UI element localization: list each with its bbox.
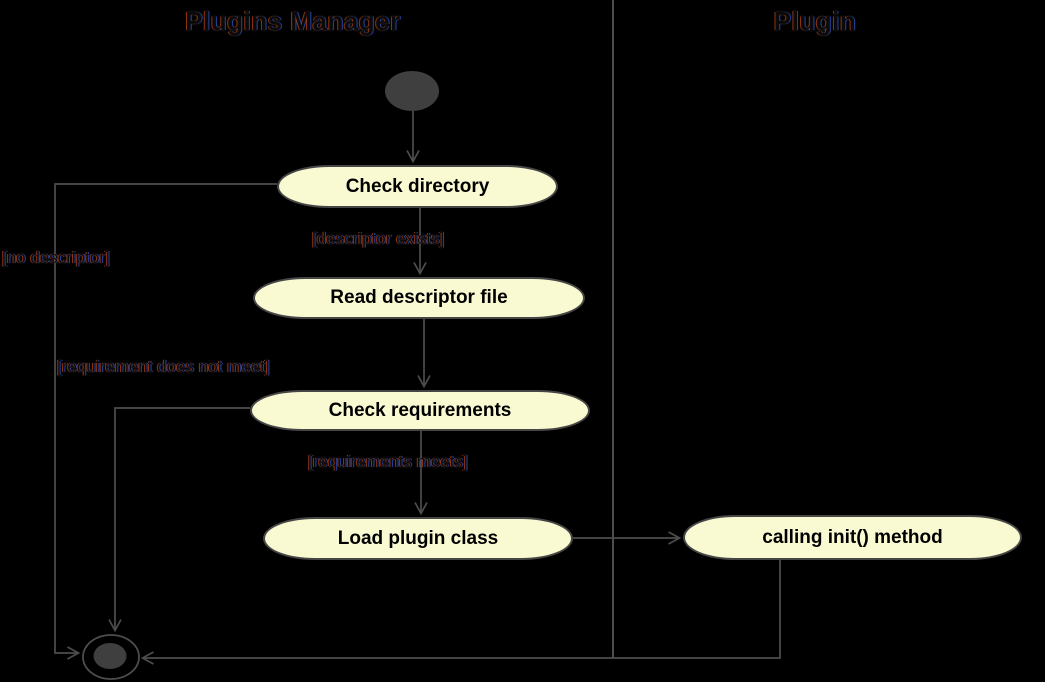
guard-label-descriptor-exists: [descriptor exists] bbox=[312, 229, 445, 248]
action-node-check-requirements: Check requirements bbox=[250, 390, 590, 431]
lane-title-plugin: Plugin bbox=[773, 6, 857, 36]
edge-requirement-not-met-to-final bbox=[108, 407, 250, 633]
edge-calling-init-to-final bbox=[140, 560, 781, 665]
action-node-load-plugin-class: Load plugin class bbox=[263, 517, 573, 560]
action-node-read-descriptor-file: Read descriptor file bbox=[253, 277, 585, 319]
lane-title-plugins-manager: Plugins Manager bbox=[185, 6, 401, 36]
action-node-label: calling init() method bbox=[762, 526, 943, 548]
action-node-calling-init-method: calling init() method bbox=[683, 515, 1022, 560]
action-node-check-directory: Check directory bbox=[277, 165, 558, 208]
final-node bbox=[82, 634, 140, 680]
action-node-label: Check requirements bbox=[328, 399, 512, 421]
edge-no-descriptor-to-final bbox=[54, 183, 277, 660]
action-node-label: Check directory bbox=[345, 175, 490, 197]
initial-node bbox=[385, 71, 439, 111]
action-node-label: Load plugin class bbox=[337, 527, 499, 549]
action-node-label: Read descriptor file bbox=[330, 287, 508, 308]
guard-label-no-descriptor: [no descriptor] bbox=[2, 248, 110, 267]
guard-label-requirements-meets: [requirements meets] bbox=[308, 452, 468, 471]
guard-label-requirement-does-not-meet: [requirement does not meet] bbox=[57, 357, 270, 376]
